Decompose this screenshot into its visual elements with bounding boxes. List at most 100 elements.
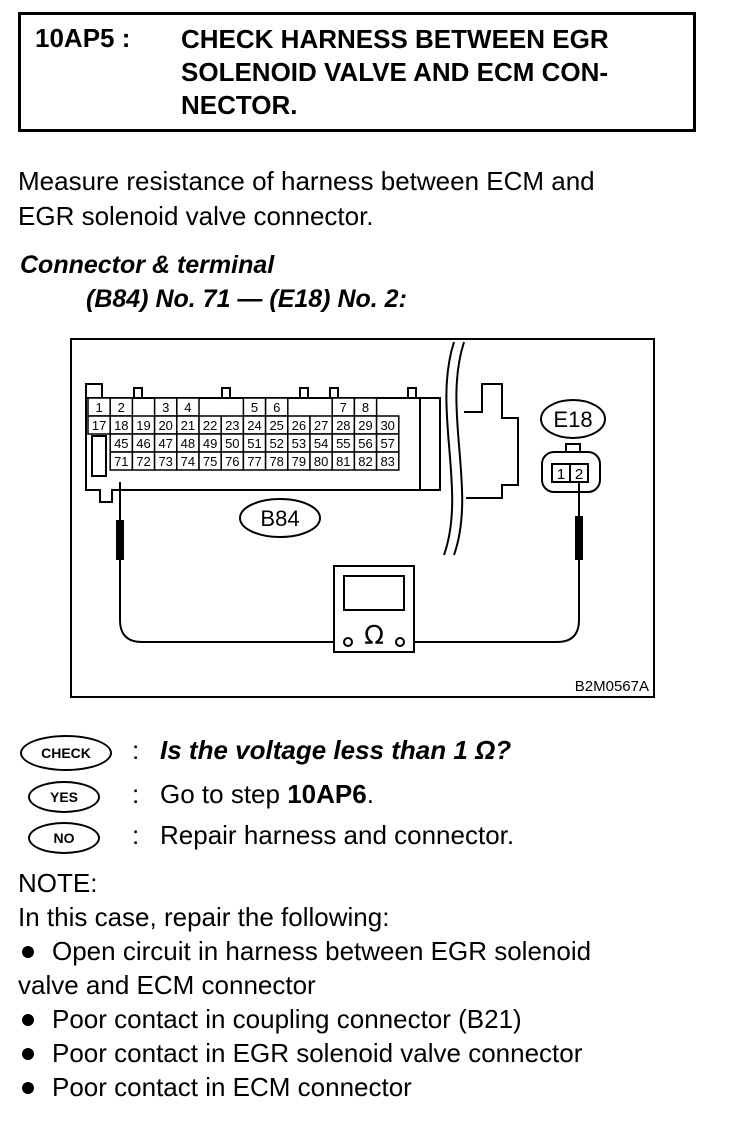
e18-label-text: E18 xyxy=(553,407,592,432)
check-badge: CHECK xyxy=(20,735,112,771)
e18-pin-label: 2 xyxy=(575,466,583,483)
step-title-line: CHECK HARNESS BETWEEN EGR xyxy=(181,24,609,54)
instruction-line: Measure resistance of harness between EC… xyxy=(18,166,595,196)
ecm-side-body xyxy=(464,383,519,499)
yes-action-prefix: Go to step xyxy=(160,779,288,809)
check-row: CHECK : Is the voltage less than 1 Ω? xyxy=(20,735,720,775)
b84-terminal-number: 3 xyxy=(162,400,169,415)
b84-terminal-number: 81 xyxy=(336,454,350,469)
b84-terminal-number: 50 xyxy=(225,436,239,451)
note-item-text: Poor contact in EGR solenoid valve conne… xyxy=(52,1038,583,1068)
b84-terminal-number: 19 xyxy=(136,418,150,433)
note-item-text: Poor contact in ECM connector xyxy=(52,1072,412,1102)
e18-pin-label: 1 xyxy=(557,466,565,483)
bullet-icon xyxy=(22,945,34,958)
b84-terminal-number: 51 xyxy=(247,436,261,451)
no-row: NO : Repair harness and connector. xyxy=(20,820,720,860)
yes-colon: : xyxy=(132,779,140,809)
e18-label: E18 xyxy=(540,399,606,439)
b84-terminal-number: 21 xyxy=(181,418,195,433)
b84-terminal-number: 20 xyxy=(158,418,172,433)
b84-terminal-number: 24 xyxy=(247,418,261,433)
b84-terminal-number: 53 xyxy=(292,436,306,451)
note-item-text: Poor contact in coupling connector (B21) xyxy=(52,1004,522,1034)
check-question: Is the voltage less than 1 Ω? xyxy=(160,735,512,765)
note-item: Poor contact in EGR solenoid valve conne… xyxy=(18,1036,728,1070)
b84-terminal-number: 55 xyxy=(336,436,350,451)
b84-terminal-number: 45 xyxy=(114,436,128,451)
no-colon: : xyxy=(132,820,140,850)
instruction-text: Measure resistance of harness between EC… xyxy=(18,164,718,234)
step-title-line: SOLENOID VALVE AND ECM CON- xyxy=(181,57,609,87)
note-intro: In this case, repair the following: xyxy=(18,902,390,932)
b84-terminal-number: 49 xyxy=(203,436,217,451)
b84-terminal-number: 56 xyxy=(358,436,372,451)
step-title: CHECK HARNESS BETWEEN EGR SOLENOID VALVE… xyxy=(181,23,691,122)
b84-terminal-number: 27 xyxy=(314,418,328,433)
b84-label: B84 xyxy=(239,498,321,538)
b84-terminal-number: 52 xyxy=(269,436,283,451)
figure-code: B2M0567A xyxy=(575,678,649,695)
b84-terminal-number: 72 xyxy=(136,454,150,469)
ohmmeter: Ω xyxy=(333,565,415,653)
b84-terminal-number: 57 xyxy=(380,436,394,451)
b84-terminal-number: 78 xyxy=(269,454,283,469)
check-colon: : xyxy=(132,735,140,765)
b84-terminal-number: 8 xyxy=(362,400,369,415)
probe-left xyxy=(116,482,124,620)
break-lines xyxy=(443,341,465,556)
no-badge: NO xyxy=(28,822,100,854)
b84-terminal-number: 82 xyxy=(358,454,372,469)
note-item: Open circuit in harness between EGR sole… xyxy=(18,934,728,968)
note-block: NOTE: In this case, repair the following… xyxy=(18,866,728,1104)
b84-terminal-number: 83 xyxy=(380,454,394,469)
bullet-icon xyxy=(22,1013,34,1026)
step-title-line: NECTOR. xyxy=(181,90,298,120)
b84-terminal-number: 77 xyxy=(247,454,261,469)
yes-row: YES : Go to step 10AP6. xyxy=(20,779,720,819)
no-action: Repair harness and connector. xyxy=(160,820,515,850)
b84-terminal-number: 23 xyxy=(225,418,239,433)
b84-terminal-number: 18 xyxy=(114,418,128,433)
b84-connector xyxy=(85,383,441,503)
step-code: 10AP5 : xyxy=(35,23,131,53)
yes-next-step: 10AP6 xyxy=(287,779,367,809)
note-item-continuation: valve and ECM connector xyxy=(18,970,316,1000)
b84-terminal-cell xyxy=(375,451,400,471)
b84-terminal-number: 25 xyxy=(269,418,283,433)
note-title: NOTE: xyxy=(18,868,98,898)
instruction-line: EGR solenoid valve connector. xyxy=(18,201,374,231)
b84-terminal-number: 2 xyxy=(118,400,125,415)
b84-terminal-number: 1 xyxy=(95,400,102,415)
b84-terminal-number: 5 xyxy=(251,400,258,415)
b84-terminal-number: 22 xyxy=(203,418,217,433)
b84-label-text: B84 xyxy=(260,506,299,531)
b84-terminal-number: 75 xyxy=(203,454,217,469)
b84-terminal-number: 47 xyxy=(158,436,172,451)
b84-terminal-number: 7 xyxy=(340,400,347,415)
note-item: Poor contact in ECM connector xyxy=(18,1070,728,1104)
yes-badge: YES xyxy=(28,781,100,813)
b84-terminal-number: 17 xyxy=(92,418,106,433)
connector-spec: (B84) No. 71 — (E18) No. 2: xyxy=(86,285,407,313)
ohm-symbol: Ω xyxy=(364,621,384,651)
b84-terminal-number: 76 xyxy=(225,454,239,469)
probe-right xyxy=(575,482,583,620)
test-leads xyxy=(119,619,580,643)
yes-action: Go to step 10AP6. xyxy=(160,779,374,810)
connector-heading: Connector & terminal xyxy=(20,251,275,279)
step-header-box: 10AP5 : CHECK HARNESS BETWEEN EGR SOLENO… xyxy=(18,12,696,132)
b84-terminal-number: 28 xyxy=(336,418,350,433)
b84-terminal-number: 74 xyxy=(181,454,195,469)
b84-terminal-number: 54 xyxy=(314,436,328,451)
b84-terminal-number: 26 xyxy=(292,418,306,433)
yes-action-suffix: . xyxy=(366,779,374,809)
b84-terminal-number: 79 xyxy=(292,454,306,469)
b84-terminal-number: 6 xyxy=(273,400,280,415)
b84-terminal-number: 80 xyxy=(314,454,328,469)
bullet-icon xyxy=(22,1047,34,1060)
b84-terminal-number: 71 xyxy=(114,454,128,469)
